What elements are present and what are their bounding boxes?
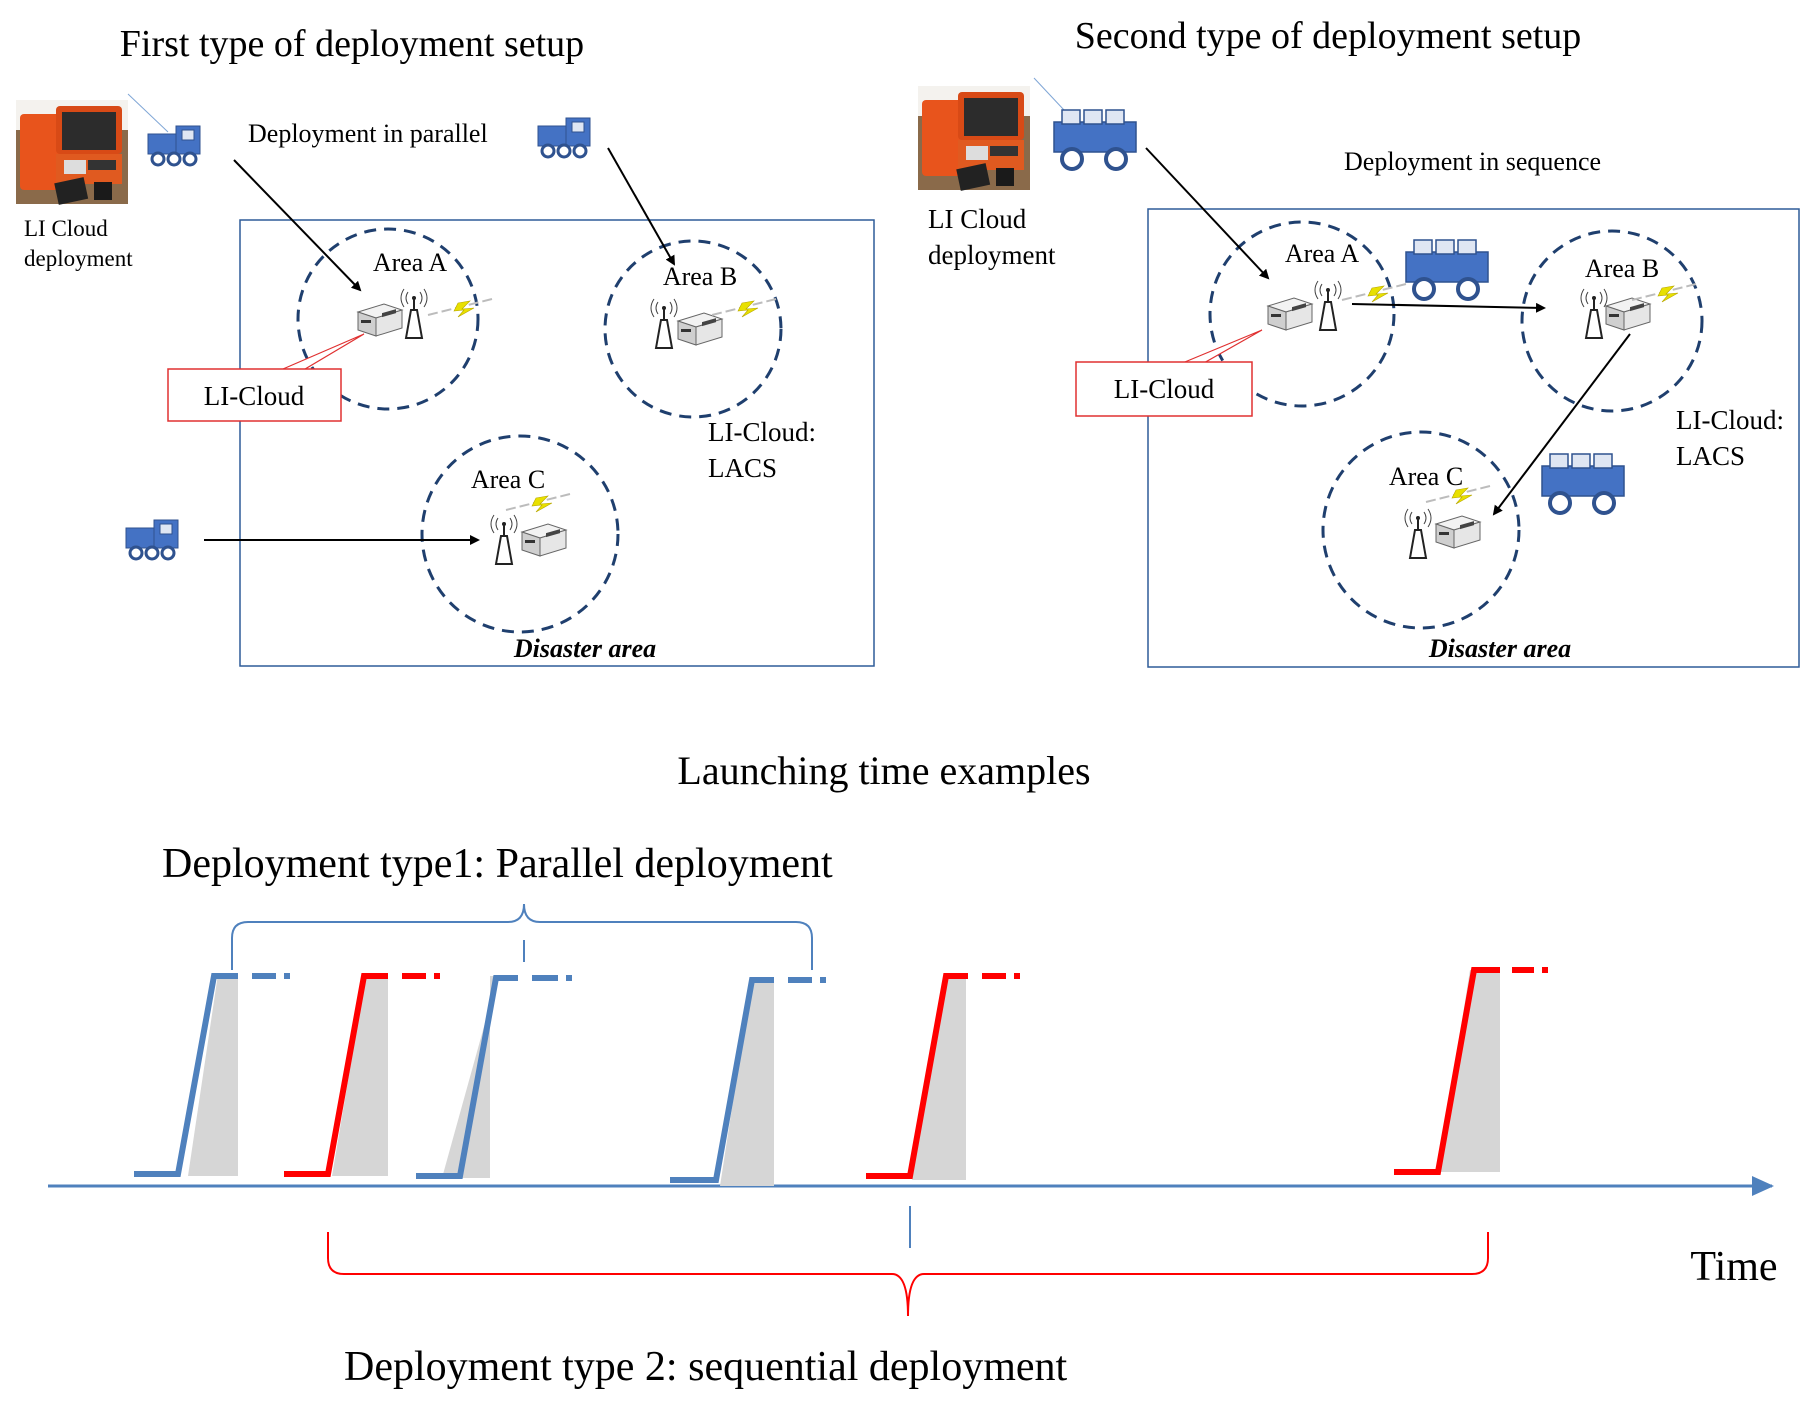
area-c-circle <box>1321 430 1521 630</box>
server-icon <box>677 312 723 346</box>
launch-ramp-parallel <box>416 975 572 1179</box>
equipment-case-photo <box>918 86 1030 191</box>
li-cloud-callout <box>1075 361 1253 417</box>
setup1-kit-label-2: deployment <box>24 246 133 271</box>
antenna-icon <box>1404 508 1432 559</box>
sequential-brace <box>327 1232 1489 1317</box>
setup2-mode-label: Deployment in sequence <box>1344 147 1601 176</box>
antenna-icon <box>490 514 518 565</box>
setup1-area-b: Area B <box>663 262 737 291</box>
setup2-area-a: Area A <box>1285 239 1360 268</box>
antenna-icon <box>650 298 678 349</box>
setup2-area-b: Area B <box>1585 254 1659 283</box>
setup1-lacs-2: LACS <box>708 453 777 483</box>
lightning-icon <box>1341 283 1407 303</box>
setup1-kit-label-1: LI Cloud <box>24 216 108 241</box>
server-icon <box>1267 297 1313 331</box>
setup2-lacs-1: LI-Cloud: <box>1676 405 1784 435</box>
setup1-callout-label: LI-Cloud <box>204 381 305 411</box>
setup2-title: Second type of deployment setup <box>1075 15 1582 57</box>
setup2-disaster-box <box>1147 208 1800 668</box>
deploy-arrow <box>607 147 675 266</box>
setup1-region-label: Disaster area <box>513 634 656 663</box>
deploy-arrow <box>233 159 362 292</box>
launch-ramp-parallel <box>134 973 290 1177</box>
server-icon <box>1435 515 1481 549</box>
truck-link-line <box>127 93 169 133</box>
truck-icon <box>124 518 180 561</box>
antenna-icon <box>1580 288 1608 339</box>
setup1-title: First type of deployment setup <box>120 23 584 65</box>
truck-icon <box>146 124 202 167</box>
launch-ramp-sequential <box>866 973 1020 1180</box>
parallel-brace <box>231 903 813 970</box>
area-b-circle <box>1520 229 1704 413</box>
setup2-lacs-2: LACS <box>1676 441 1745 471</box>
server-icon <box>357 303 403 337</box>
server-icon <box>1605 297 1651 331</box>
setup2-callout-label: LI-Cloud <box>1114 374 1215 404</box>
area-b-circle <box>603 239 783 419</box>
area-a-circle <box>296 227 480 411</box>
truck-link-line <box>1033 77 1065 111</box>
setup1-disaster-box <box>239 219 875 667</box>
type2-label: Deployment type 2: sequential deployment <box>344 1344 1067 1390</box>
truck-icon <box>1404 238 1490 301</box>
setup1-lacs-1: LI-Cloud: <box>708 417 816 447</box>
deploy-arrow <box>1351 302 1546 313</box>
area-c-circle <box>420 434 620 634</box>
setup2-panel: Second type of deployment setup LI Cloud… <box>918 15 1800 668</box>
lightning-icon <box>505 493 571 513</box>
setup2-region-label: Disaster area <box>1428 634 1571 663</box>
setup1-mode-label: Deployment in parallel <box>248 119 488 148</box>
time-axis-label: Time <box>1690 1244 1777 1290</box>
lightning-icon <box>711 298 777 318</box>
area-a-circle <box>1208 220 1396 408</box>
deploy-arrow <box>1145 147 1270 280</box>
setup1-area-a: Area A <box>373 248 448 277</box>
truck-icon <box>1052 108 1138 171</box>
server-icon <box>521 523 567 557</box>
lightning-icon <box>427 298 493 318</box>
lightning-icon <box>1631 283 1697 303</box>
setup1-panel: First type of deployment setup LI Cloud … <box>16 23 875 667</box>
setup2-area-c: Area C <box>1389 462 1463 491</box>
setup2-kit-label-1: LI Cloud <box>928 204 1027 234</box>
launch-ramp-sequential <box>284 973 440 1177</box>
truck-icon <box>536 116 592 159</box>
deploy-arrow <box>1492 333 1631 516</box>
timeline-section: Launching time examples Deployment type1… <box>48 748 1778 1390</box>
type1-label: Deployment type1: Parallel deployment <box>162 841 833 887</box>
li-cloud-callout <box>167 368 342 422</box>
launch-ramp-sequential <box>1394 967 1548 1175</box>
callout-tail <box>275 333 365 373</box>
truck-icon <box>1540 452 1626 515</box>
launch-ramp-parallel <box>670 977 826 1186</box>
equipment-case-photo <box>16 100 128 205</box>
antenna-icon <box>400 288 428 339</box>
timeline-title: Launching time examples <box>677 748 1090 793</box>
setup2-kit-label-2: deployment <box>928 240 1056 270</box>
antenna-icon <box>1314 280 1342 331</box>
setup1-area-c: Area C <box>471 465 545 494</box>
